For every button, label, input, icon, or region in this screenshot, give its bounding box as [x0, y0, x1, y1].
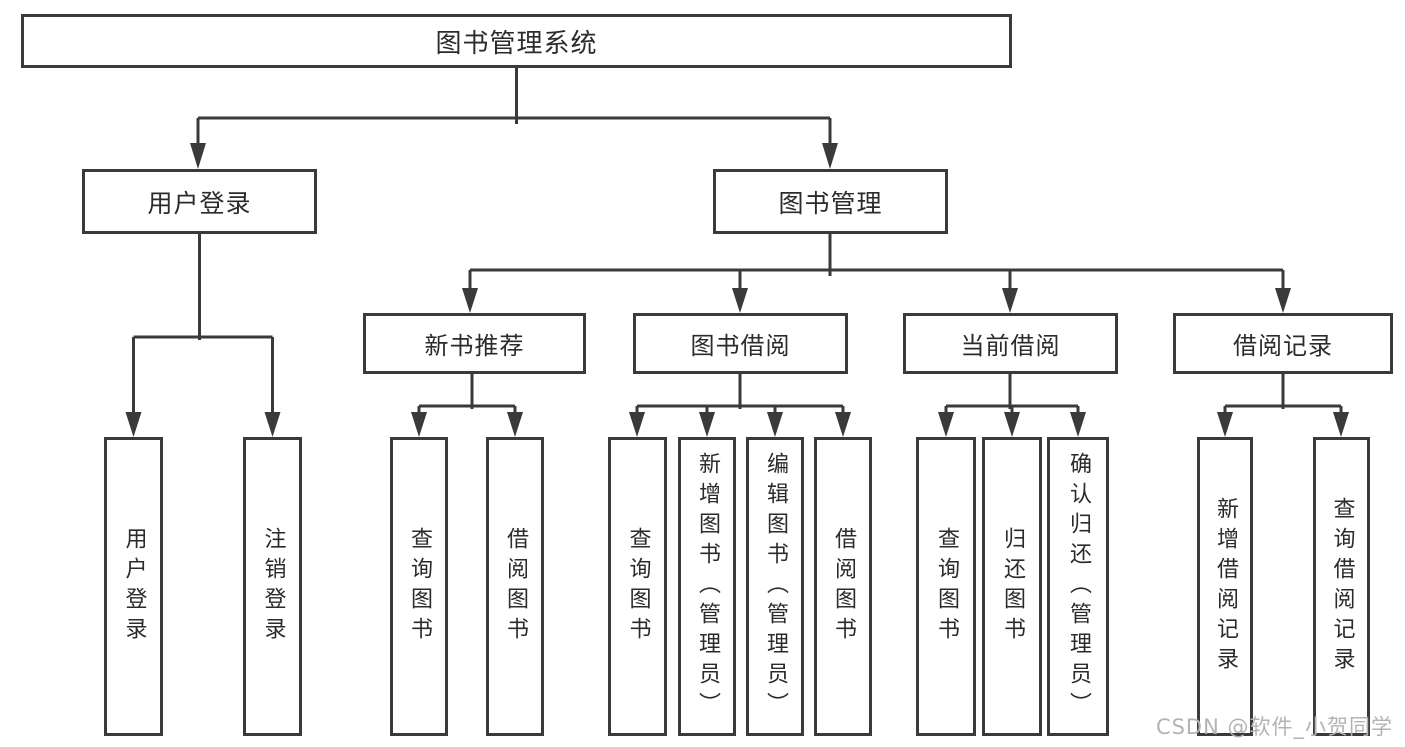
leaf-confirm-return-admin: 确认归还（管理员） — [1047, 437, 1109, 736]
leaf-query-books-new: 查询图书 — [390, 437, 448, 736]
leaf-query-books-borrow: 查询图书 — [608, 437, 667, 736]
node-user-login: 用户登录 — [82, 169, 317, 234]
leaf-add-book-admin: 新增图书（管理员） — [678, 437, 736, 736]
leaf-user-login-label: 用户登录 — [121, 526, 147, 647]
leaf-query-books-current-label: 查询图书 — [934, 526, 959, 647]
leaf-borrow-books: 借阅图书 — [814, 437, 872, 736]
node-new-book-recommend: 新书推荐 — [363, 313, 586, 374]
connector-new-books-to-children — [411, 374, 523, 437]
connector-book-management-to-level3 — [462, 234, 1291, 313]
leaf-query-books-new-label: 查询图书 — [407, 526, 432, 647]
node-library-system-label: 图书管理系统 — [435, 28, 598, 59]
node-borrow-records-label: 借阅记录 — [1233, 332, 1333, 360]
leaf-edit-book-admin: 编辑图书（管理员） — [746, 437, 804, 736]
leaf-borrow-books-new: 借阅图书 — [486, 437, 544, 736]
leaf-query-books-current: 查询图书 — [916, 437, 976, 736]
leaf-return-book: 归还图书 — [982, 437, 1042, 736]
connector-user-login-to-children — [125, 234, 281, 437]
node-book-management: 图书管理 — [713, 169, 948, 234]
node-new-book-recommend-label: 新书推荐 — [424, 332, 525, 360]
leaf-edit-book-admin-label: 编辑图书（管理员） — [763, 451, 788, 722]
leaf-user-login: 用户登录 — [104, 437, 163, 736]
leaf-confirm-return-admin-label: 确认归还（管理员） — [1066, 451, 1091, 722]
node-borrow-records: 借阅记录 — [1173, 313, 1393, 374]
connector-borrow-records-to-children — [1217, 374, 1349, 437]
leaf-logout: 注销登录 — [243, 437, 302, 736]
node-book-borrow-label: 图书借阅 — [690, 332, 791, 360]
leaf-add-borrow-record: 新增借阅记录 — [1197, 437, 1253, 736]
node-book-management-label: 图书管理 — [778, 188, 883, 218]
leaf-query-borrow-record-label: 查询借阅记录 — [1329, 496, 1355, 677]
connector-current-borrow-to-children — [938, 374, 1086, 437]
node-library-system: 图书管理系统 — [21, 14, 1012, 68]
leaf-add-borrow-record-label: 新增借阅记录 — [1213, 496, 1238, 677]
connector-book-borrow-to-children — [629, 374, 851, 437]
node-book-borrow: 图书借阅 — [633, 313, 848, 374]
leaf-logout-label: 注销登录 — [260, 526, 286, 647]
node-current-borrow: 当前借阅 — [903, 313, 1118, 374]
node-user-login-label: 用户登录 — [147, 188, 252, 218]
leaf-borrow-books-label: 借阅图书 — [831, 526, 856, 647]
leaf-query-borrow-record: 查询借阅记录 — [1313, 437, 1370, 736]
leaf-return-book-label: 归还图书 — [1000, 526, 1025, 647]
leaf-borrow-books-new-label: 借阅图书 — [503, 526, 528, 647]
connector-root-to-level2 — [190, 68, 838, 169]
csdn-watermark: CSDN @软件_小贺同学 — [1155, 715, 1393, 739]
node-current-borrow-label: 当前借阅 — [960, 332, 1061, 360]
leaf-query-books-borrow-label: 查询图书 — [625, 526, 651, 647]
leaf-add-book-admin-label: 新增图书（管理员） — [695, 451, 720, 722]
